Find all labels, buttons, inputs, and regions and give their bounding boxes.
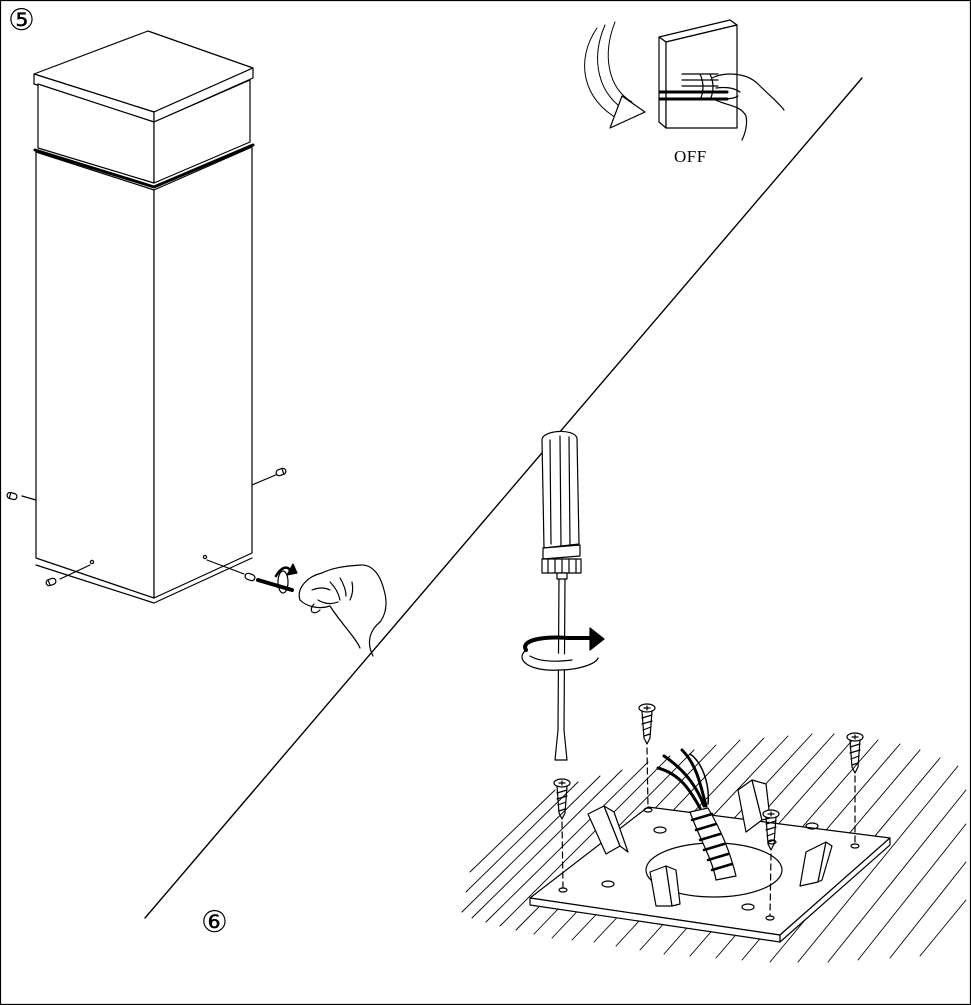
bollard-body-icon (21, 30, 279, 604)
rotation-arrow-icon (584, 21, 646, 129)
screw-icon (6, 467, 287, 587)
switch-off-label: OFF (674, 147, 707, 166)
cable-icon (656, 748, 737, 881)
screw-icon (553, 703, 864, 917)
hand-icon (256, 563, 387, 657)
step-5-number: ⑤ (8, 3, 35, 38)
rotation-arrow-icon (521, 627, 605, 671)
step-6-number: ⑥ (201, 905, 228, 940)
screwdriver-icon (541, 430, 582, 761)
mounting-plate-icon (529, 779, 891, 943)
section-divider-line (144, 77, 863, 919)
light-switch-icon (658, 19, 785, 141)
